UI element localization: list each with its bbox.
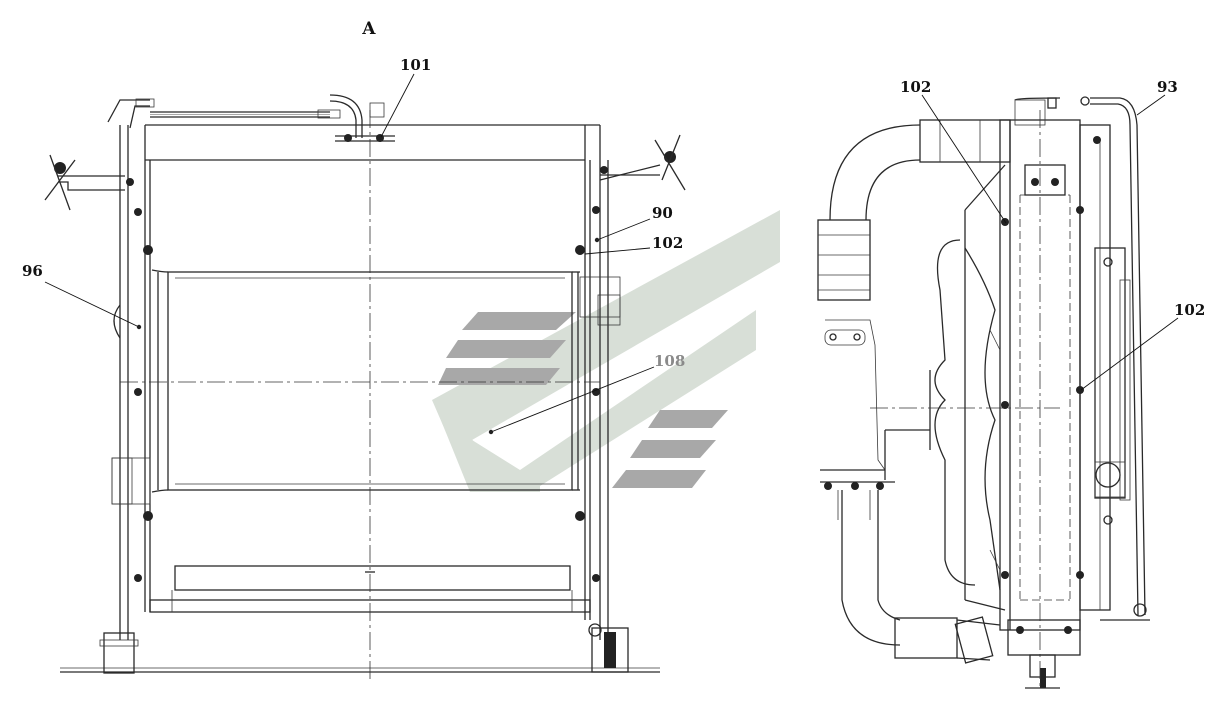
callout-102-front: 102	[652, 234, 683, 252]
callout-108: 108	[654, 352, 685, 370]
view-label: А	[362, 19, 376, 39]
side-view	[817, 96, 1150, 690]
callout-90: 90	[652, 204, 673, 222]
callout-93: 93	[1157, 78, 1178, 96]
leader-lines	[44, 73, 1179, 435]
callout-labels: А 101 96 90 102 108 102 93 102	[22, 19, 1205, 370]
callout-96: 96	[22, 262, 43, 280]
callout-101: 101	[400, 56, 431, 74]
callout-102-side-right: 102	[1174, 301, 1205, 319]
watermark-logo	[432, 210, 780, 492]
callout-102-side-top: 102	[900, 78, 931, 96]
front-view	[44, 94, 686, 680]
